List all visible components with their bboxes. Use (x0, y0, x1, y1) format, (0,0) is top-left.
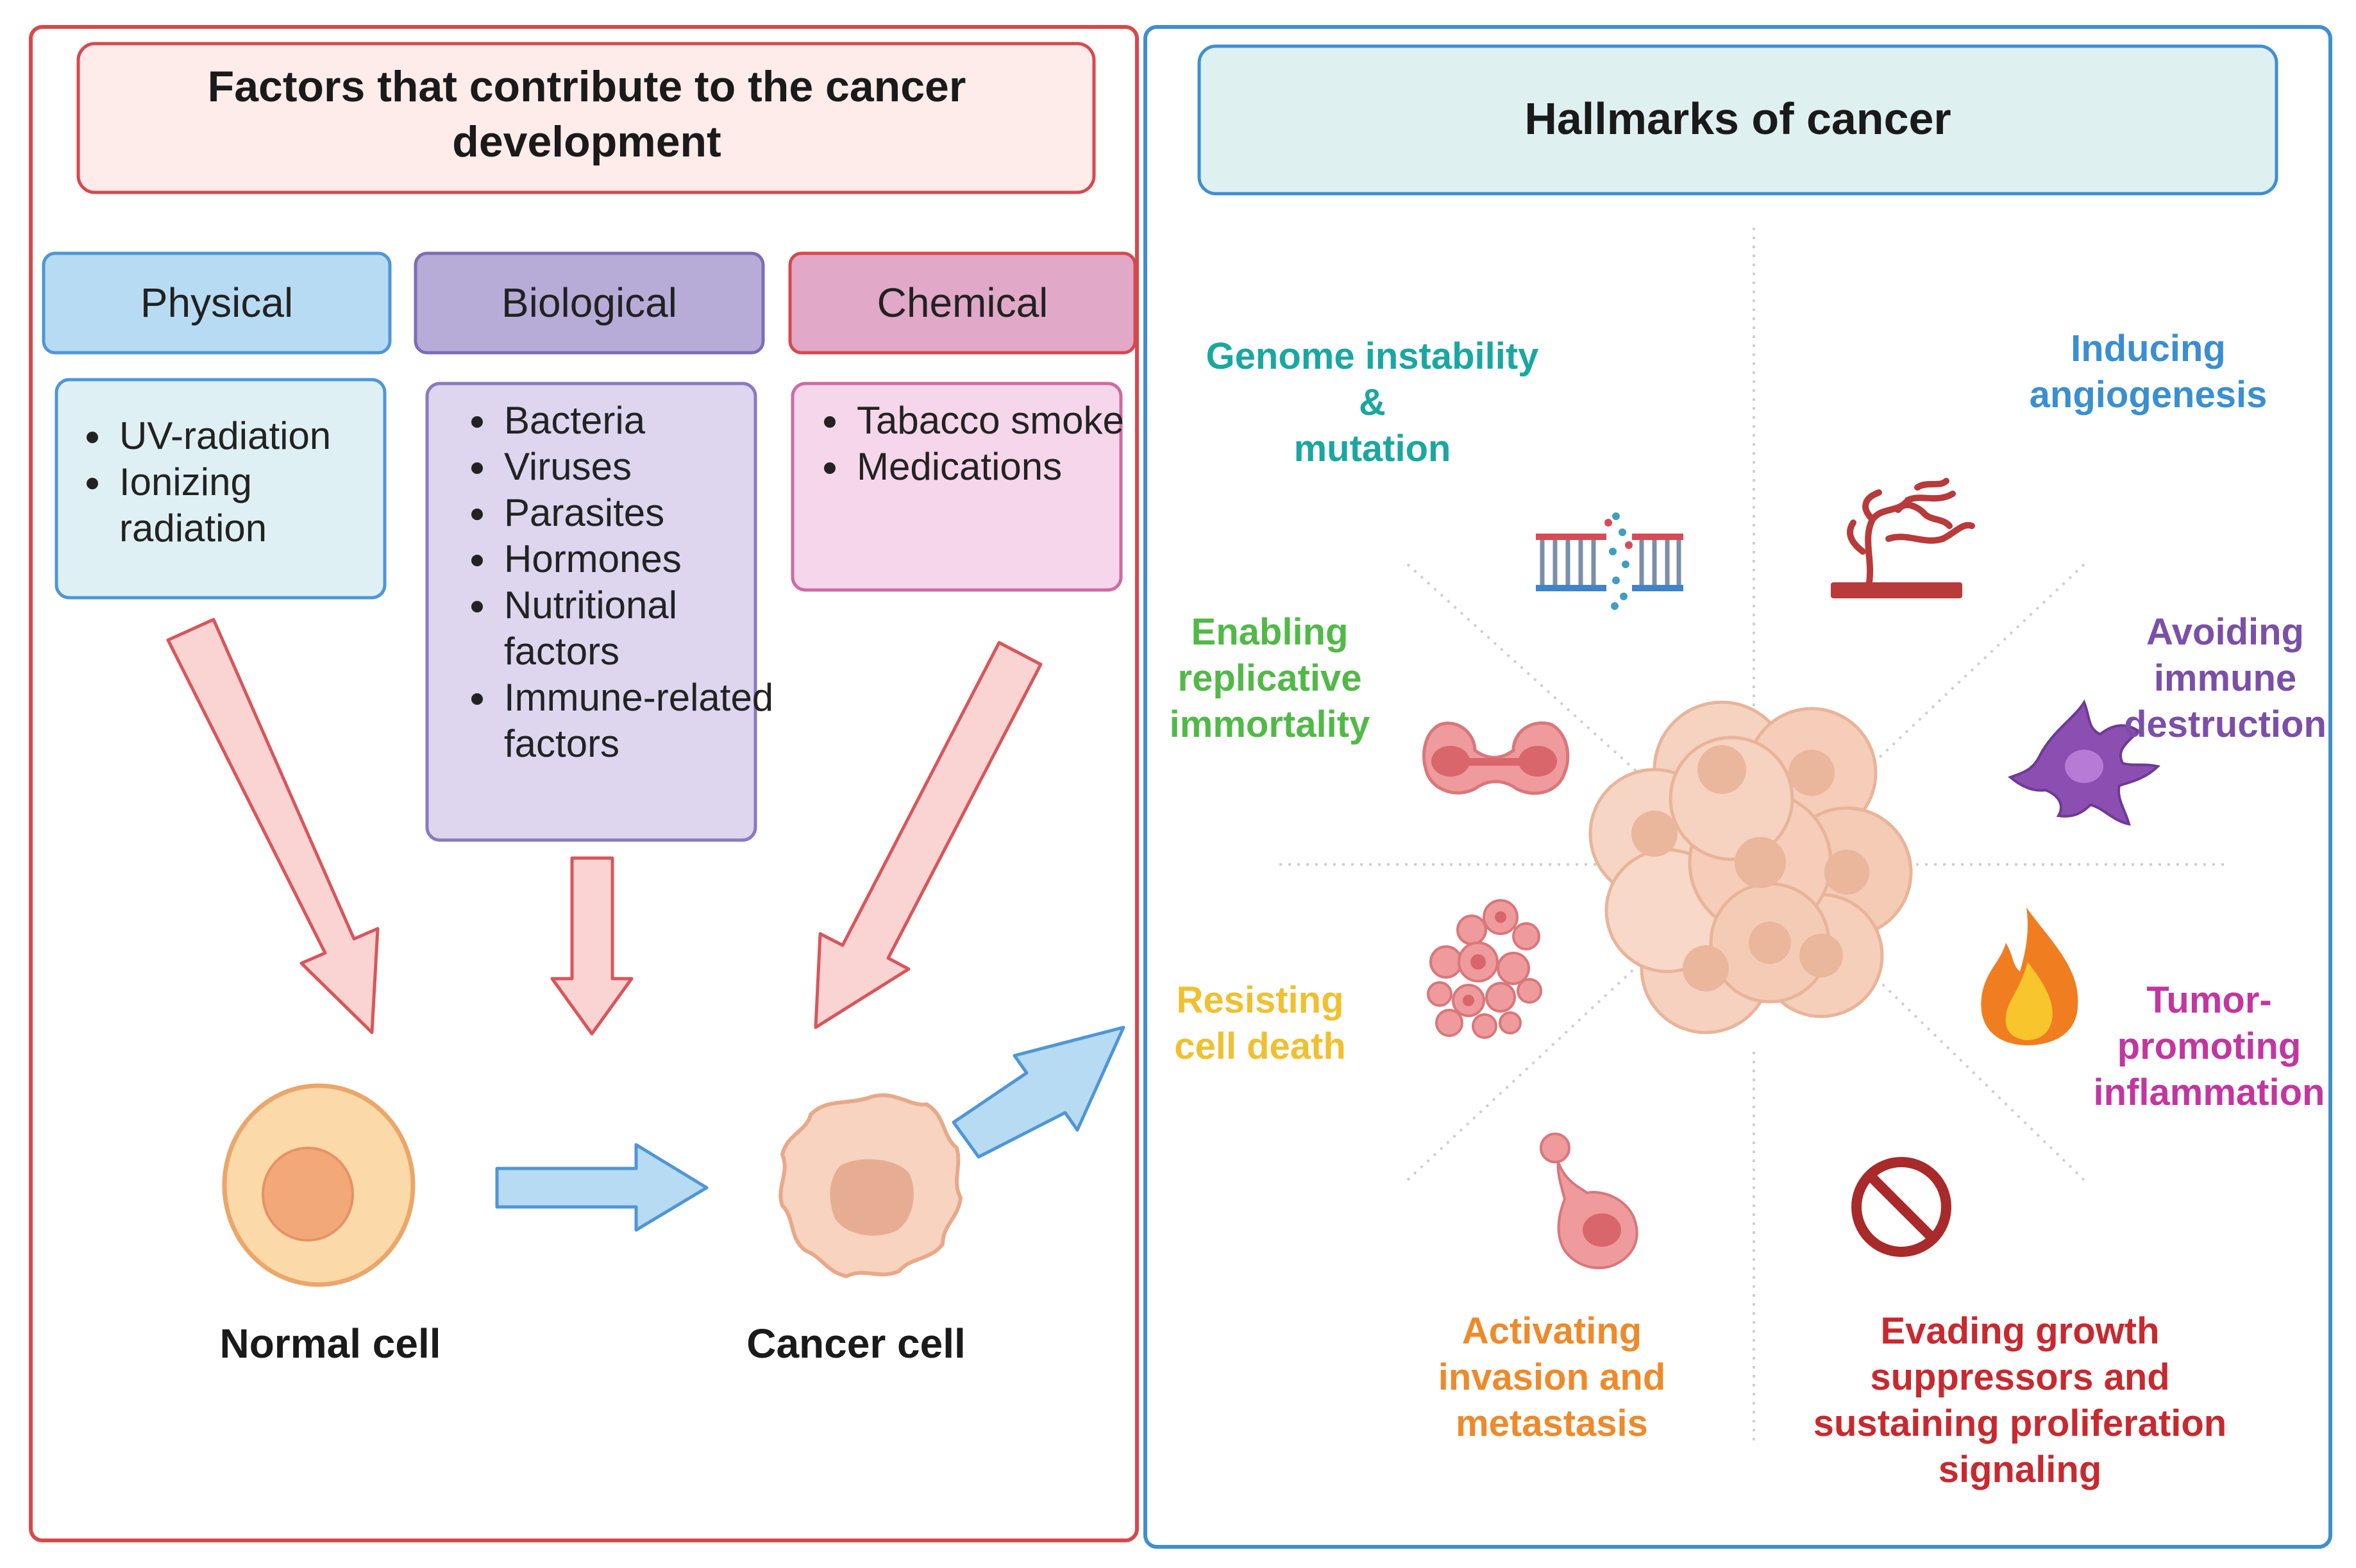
hallmark-immune-line3: destruction (2124, 704, 2327, 745)
flame-icon (1981, 907, 2078, 1045)
blood-vessel-icon (1831, 478, 1975, 598)
list-item: Immune-related factors (499, 675, 800, 767)
hallmark-growth-line4: signaling (1938, 1449, 2102, 1490)
left-panel-title: Factors that contribute to the cancer de… (207, 62, 966, 166)
list-item: Medications (852, 444, 1159, 490)
hallmark-death-line2: cell death (1174, 1025, 1346, 1067)
biological-factor-list: Bacteria Viruses Parasites Hormones Nutr… (449, 398, 800, 767)
hallmark-angiogenesis-line2: angiogenesis (2029, 374, 2268, 416)
arrow-normal-to-cancer (495, 1143, 709, 1232)
hallmark-inflammation-line1: Tumor- (2146, 979, 2272, 1021)
dividing-cell-icon (1422, 721, 1570, 795)
physical-header-box (42, 251, 392, 355)
chemical-factor-list: Tabacco smoke Medications (802, 398, 1159, 490)
chemical-header-label: Chemical (877, 280, 1048, 326)
normal-cell-icon (222, 1083, 416, 1287)
tumor-nuclei (1631, 745, 1869, 991)
arrow-chemical-to-cancer (814, 641, 1043, 1029)
apoptotic-cell-icon (1427, 899, 1542, 1039)
right-panel-title: Hallmarks of cancer (1524, 94, 1951, 144)
hallmark-evading-growth-suppressors: Evading growth suppressors and sustainin… (1802, 1308, 2238, 1493)
normal-cell-label: Normal cell (219, 1320, 441, 1367)
immune-cell-icon (2008, 699, 2160, 826)
hallmark-inflammation-line3: inflammation (2093, 1072, 2325, 1113)
hallmark-immune-destruction: Avoiding immune destruction (2116, 609, 2334, 748)
list-item: Ionizing radiation (114, 459, 409, 552)
hallmark-genome-line1: Genome instability (1206, 335, 1539, 377)
hallmark-invasion-line2: invasion and (1438, 1356, 1666, 1398)
hallmark-growth-line1: Evading growth (1880, 1310, 2160, 1352)
right-title-box (1197, 44, 2278, 196)
arrow-cancer-to-hallmarks (952, 1025, 1125, 1159)
hallmark-immortality-line1: Enabling (1191, 611, 1349, 653)
hallmark-death-line1: Resisting (1176, 979, 1344, 1021)
physical-factor-list: UV-radiation Ionizing radiation (64, 413, 409, 552)
hallmark-resisting-cell-death: Resisting cell death (1154, 977, 1366, 1070)
arrow-biological-down (550, 856, 634, 1036)
hallmark-dividers (1279, 228, 2225, 1443)
right-panel-frame (1143, 25, 2332, 1549)
hallmark-growth-line3: sustaining proliferation (1813, 1403, 2227, 1444)
list-item: UV-radiation (114, 413, 409, 459)
cancer-cell-icon (778, 1093, 963, 1279)
hallmark-immune-line1: Avoiding (2146, 611, 2304, 653)
list-item: Nutritional factors (499, 582, 800, 675)
chemical-header-box (788, 251, 1137, 355)
hallmark-immortality-line2: replicative (1177, 657, 1362, 699)
dna-mutation-icon (1536, 512, 1683, 610)
hallmark-genome-instability: Genome instability & mutation (1174, 333, 1571, 472)
list-item: Parasites (499, 490, 800, 536)
list-item: Tabacco smoke (852, 398, 1159, 444)
hallmark-immune-line2: immune (2153, 657, 2297, 699)
physical-list-box (55, 378, 387, 600)
migrating-cell-icon (1540, 1133, 1638, 1270)
left-panel-frame (29, 25, 1139, 1542)
cancer-cell-label: Cancer cell (746, 1320, 966, 1367)
hallmark-angiogenesis-line1: Inducing (2071, 328, 2226, 369)
hallmark-immortality-line3: immortality (1169, 704, 1370, 745)
list-item: Viruses (499, 444, 800, 490)
hallmark-growth-line2: suppressors and (1870, 1356, 2170, 1398)
biological-list-box (425, 382, 757, 842)
hallmark-genome-line2: & (1359, 382, 1386, 423)
hallmark-invasion-line1: Activating (1461, 1310, 1642, 1352)
stop-sign-icon (1851, 1157, 1951, 1257)
hallmark-replicative-immortality: Enabling replicative immortality (1148, 609, 1392, 748)
chemical-list-box (791, 382, 1123, 592)
biological-header-box (414, 251, 765, 355)
left-title-box (76, 42, 1096, 194)
arrow-physical-to-normal (166, 618, 380, 1034)
list-item: Bacteria (499, 398, 800, 444)
hallmark-invasion-line3: metastasis (1456, 1403, 1648, 1444)
biological-header-label: Biological (501, 280, 677, 326)
hallmark-genome-line3: mutation (1293, 428, 1451, 469)
hallmark-inflammation-line2: promoting (2117, 1025, 2301, 1067)
hallmark-angiogenesis: Inducing angiogenesis (1994, 326, 2302, 418)
hallmark-invasion-metastasis: Activating invasion and metastasis (1424, 1308, 1680, 1447)
physical-header-label: Physical (140, 280, 294, 326)
hallmark-tumor-inflammation: Tumor- promoting inflammation (2087, 977, 2331, 1116)
list-item: Hormones (499, 536, 800, 582)
